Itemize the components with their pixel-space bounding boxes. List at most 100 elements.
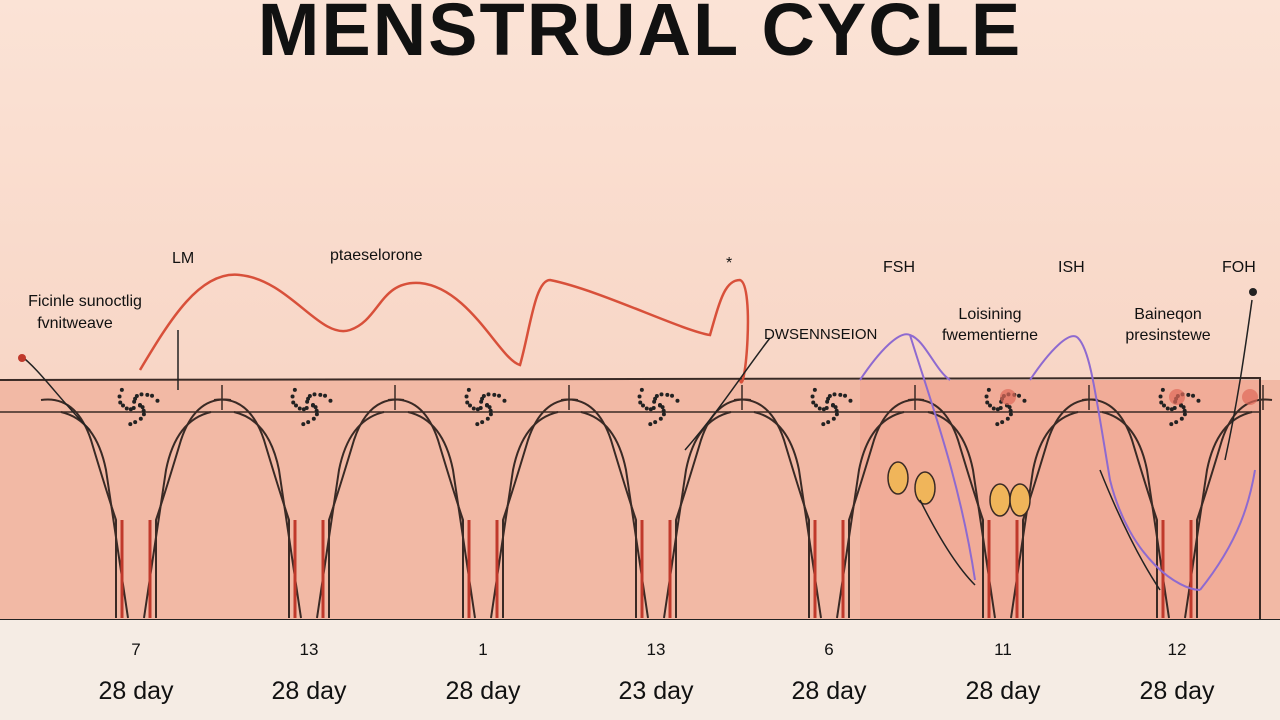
follicle-dot [290, 394, 295, 399]
follicle-dot [310, 403, 315, 408]
gland-outline [143, 411, 212, 619]
day-number: 11 [994, 640, 1012, 659]
gland-outline [663, 411, 732, 619]
uterus-gland [1081, 385, 1273, 619]
gland-outline [60, 411, 129, 619]
day-label: 28 day [445, 677, 521, 705]
follicle-dot [492, 392, 497, 397]
follicle-dot [314, 408, 319, 413]
follicle-dot [843, 393, 848, 398]
follicle-dot [826, 420, 831, 425]
follicle-dot [1160, 387, 1165, 392]
vessel-stripe [813, 520, 845, 618]
follicle-dot [155, 398, 160, 403]
follicle-dot [131, 405, 136, 410]
follicle-dot [486, 392, 491, 397]
follicle-dot [1000, 420, 1005, 425]
follicle-label-line1: Ficinle sunoctlig [28, 293, 142, 310]
follicle-dot [984, 394, 989, 399]
follicle-dot [301, 422, 306, 427]
follicle-dot [670, 393, 675, 398]
follicle-dot [1022, 398, 1027, 403]
follicle-dot [1174, 420, 1179, 425]
follicle-dot [665, 392, 670, 397]
lm-label: LM [172, 250, 195, 267]
follicle-dot [471, 406, 476, 411]
follicle-dot [830, 403, 835, 408]
day-number: 6 [824, 640, 834, 659]
follicle-dot [653, 420, 658, 425]
follicle-dot [1191, 393, 1196, 398]
day-number: 12 [1167, 640, 1187, 659]
follicle-dot [1178, 403, 1183, 408]
follicle-dot [137, 403, 142, 408]
follicle-blob [989, 483, 1011, 517]
uterus-gland [733, 385, 925, 619]
follicle-dot [1162, 403, 1167, 408]
follicle-dot [468, 403, 473, 408]
follicle-dot [297, 406, 302, 411]
day-number: 13 [646, 640, 666, 659]
pointer-bain [1099, 469, 1161, 591]
gland-outline [316, 411, 385, 619]
gland-outline [580, 411, 649, 619]
gland-outline [836, 411, 905, 619]
follicle-label-line2: fvnitweave [37, 315, 113, 332]
follicle-dot [824, 405, 829, 410]
follicle-dot [497, 393, 502, 398]
follicle-dot [323, 393, 328, 398]
star-label: * [726, 255, 733, 272]
follicle-dot [1196, 398, 1201, 403]
follicle-dot [834, 412, 839, 417]
fsh-label-2: ISH [1058, 259, 1085, 276]
purple-hormone-tail [1199, 469, 1256, 591]
vessel-stripe [467, 520, 499, 618]
day-label: 28 day [791, 677, 867, 705]
follicle-dot [985, 400, 990, 405]
follicle-blob [887, 461, 909, 495]
follicle-dot [810, 394, 815, 399]
gland-outline [1010, 411, 1079, 619]
day-label: 28 day [1139, 677, 1215, 705]
day-number: 13 [299, 640, 319, 659]
follicle-dot [480, 396, 485, 401]
follicle-dot [145, 392, 150, 397]
gland-outline [1184, 411, 1253, 619]
blood-dot [1169, 389, 1185, 405]
follicle-dot [488, 408, 493, 413]
follicle-dot [318, 392, 323, 397]
uterus-gland [213, 385, 405, 619]
gland-outline [490, 411, 559, 619]
follicle-blob [1009, 483, 1031, 517]
vessel-stripe [1161, 520, 1193, 618]
follicle-dot [832, 392, 837, 397]
day-label: 23 day [618, 677, 694, 705]
follicle-dot [658, 416, 663, 421]
follicle-dot [479, 399, 484, 404]
day-number: 7 [131, 640, 141, 659]
follicle-dot [998, 405, 1003, 410]
follicle-dot [652, 399, 657, 404]
follicle-dot [821, 422, 826, 427]
follicle-dot [502, 398, 507, 403]
follicle-dot [1186, 392, 1191, 397]
follicle-dot [1005, 416, 1010, 421]
uterus-gland [40, 385, 232, 619]
uterus-gland [387, 385, 579, 619]
follicle-dot [1165, 406, 1170, 411]
follicle-dot [139, 392, 144, 397]
follicle-dot [838, 392, 843, 397]
follicle-dot [661, 412, 666, 417]
follicle-dot [124, 406, 129, 411]
follicle-dot [639, 387, 644, 392]
follicle-dot [811, 400, 816, 405]
purple-hormone-curve [859, 333, 1201, 591]
follicle-dot [653, 396, 658, 401]
follicle-dot [848, 398, 853, 403]
follicle-dot [675, 398, 680, 403]
follicle-dot [117, 394, 122, 399]
follicle-dot [306, 396, 311, 401]
follicle-dot [484, 403, 489, 408]
follicle-dot [1172, 405, 1177, 410]
